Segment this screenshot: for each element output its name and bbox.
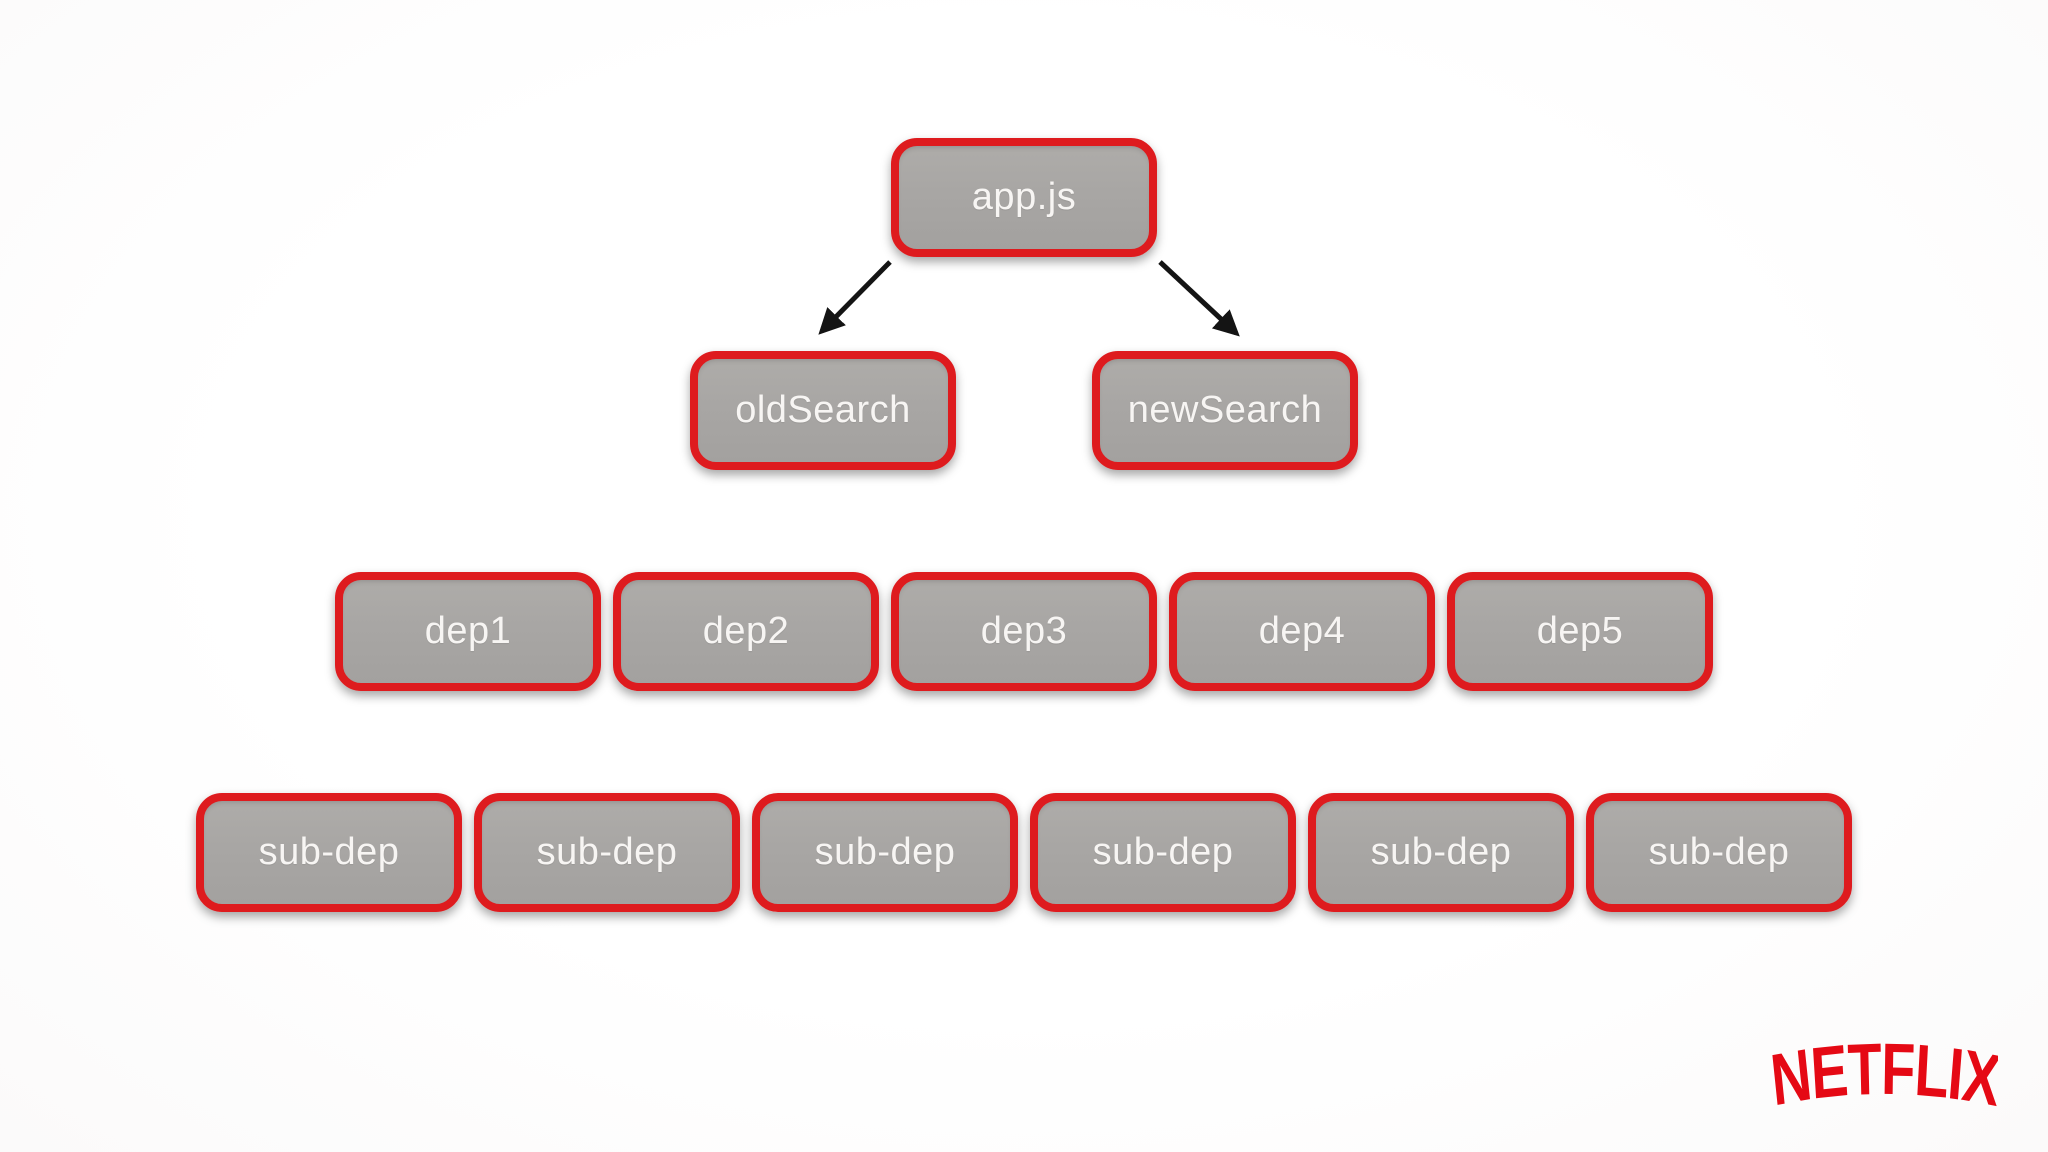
node-oldsearch: oldSearch	[690, 351, 956, 470]
node-dep4: dep4	[1169, 572, 1435, 691]
row-root: app.js	[0, 138, 2048, 257]
netflix-logo-text: NETFLIX	[1770, 1038, 1998, 1116]
node-dep3: dep3	[891, 572, 1157, 691]
node-subdep-5: sub-dep	[1308, 793, 1574, 912]
node-dep1: dep1	[335, 572, 601, 691]
node-dep5: dep5	[1447, 572, 1713, 691]
node-subdep-1: sub-dep	[196, 793, 462, 912]
node-dep2: dep2	[613, 572, 879, 691]
edge-app-to-newsearch	[1158, 260, 1240, 337]
row-sub-dependencies: sub-dep sub-dep sub-dep sub-dep sub-dep …	[0, 793, 2048, 912]
node-newsearch: newSearch	[1092, 351, 1358, 470]
row-dependencies: dep1 dep2 dep3 dep4 dep5	[0, 572, 2048, 691]
node-app-js: app.js	[891, 138, 1157, 257]
node-subdep-2: sub-dep	[474, 793, 740, 912]
node-subdep-3: sub-dep	[752, 793, 1018, 912]
edge-app-to-oldsearch	[818, 260, 892, 335]
node-subdep-4: sub-dep	[1030, 793, 1296, 912]
netflix-logo: NETFLIX	[1770, 1038, 1998, 1116]
row-search-modules: oldSearch newSearch	[0, 351, 2048, 470]
node-subdep-6: sub-dep	[1586, 793, 1852, 912]
